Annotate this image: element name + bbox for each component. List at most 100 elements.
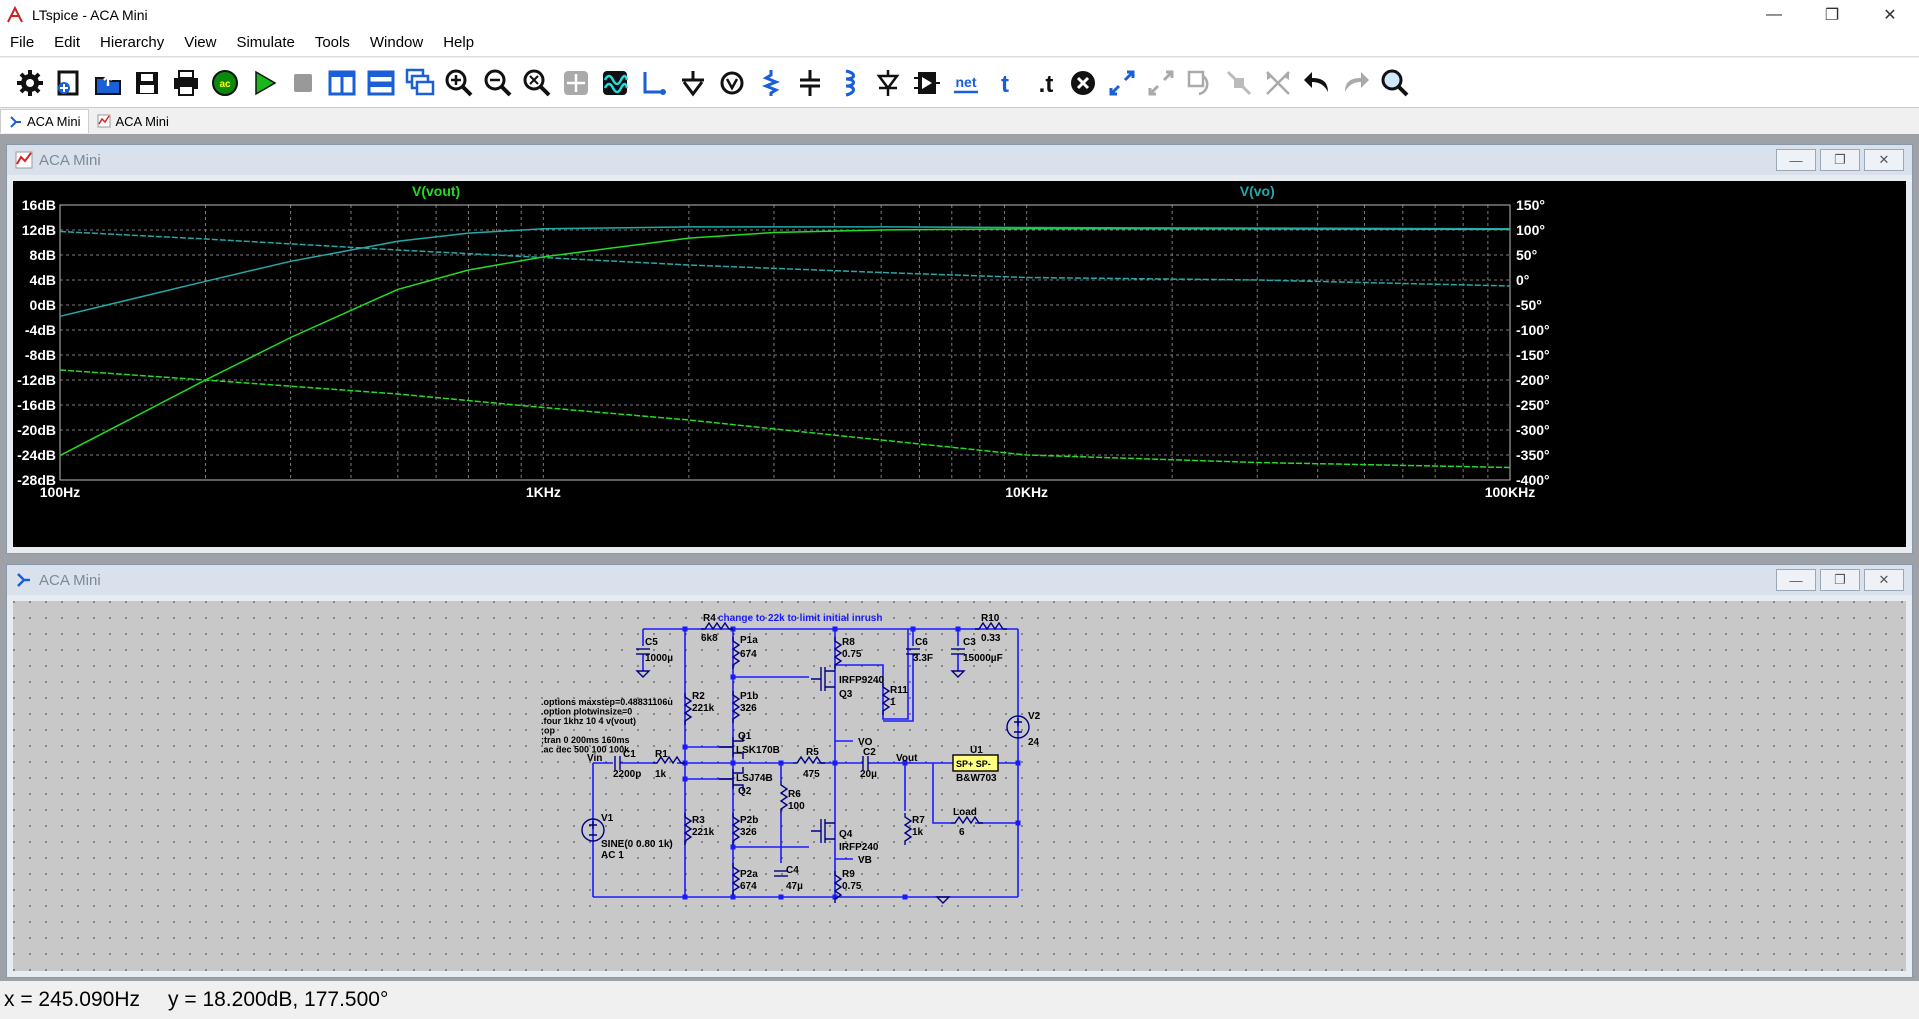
x-tick-label: 1KHz	[526, 484, 561, 500]
inductor-button[interactable]	[831, 64, 867, 102]
menu-tools[interactable]: Tools	[314, 34, 350, 51]
mosfet-q4[interactable]	[811, 819, 835, 843]
diode-button[interactable]	[870, 64, 906, 102]
jfet-q1[interactable]	[719, 735, 744, 759]
menu-view[interactable]: View	[184, 34, 217, 51]
label-net-button[interactable]	[714, 64, 750, 102]
resistor-r11[interactable]	[881, 683, 891, 715]
cascade-button[interactable]	[402, 64, 438, 102]
resistor-r1[interactable]	[653, 755, 685, 765]
close-button[interactable]: ✕	[1864, 569, 1904, 591]
tile-vertical-button[interactable]	[324, 64, 360, 102]
tab-plot[interactable]: ACA Mini	[89, 109, 176, 133]
y-right-tick-label: -350°	[1516, 447, 1550, 463]
mosfet-q3[interactable]	[811, 667, 835, 691]
resistor-p1b[interactable]	[731, 691, 741, 723]
restore-button[interactable]: ❐	[1820, 149, 1860, 171]
tab-schematic[interactable]: ACA Mini	[0, 109, 90, 133]
print-button[interactable]	[168, 64, 204, 102]
run-button[interactable]	[246, 64, 282, 102]
mirror2-button[interactable]	[1260, 64, 1296, 102]
voltage-source-v2[interactable]	[1006, 715, 1030, 739]
capacitor-c5[interactable]	[636, 648, 650, 655]
v2-label: V2	[1028, 711, 1041, 722]
halt-button[interactable]	[285, 64, 321, 102]
new-schematic-icon	[57, 70, 79, 95]
resistor-r7[interactable]	[903, 813, 913, 845]
resistor-r2[interactable]	[683, 693, 693, 725]
spice-directive: .option plotwinsize=0	[541, 707, 632, 717]
resistor-button[interactable]	[753, 64, 789, 102]
capacitor-c3[interactable]	[951, 648, 965, 655]
resistor-p1a[interactable]	[731, 637, 741, 669]
mirror-button[interactable]	[1221, 64, 1257, 102]
wire	[835, 629, 909, 720]
delete-button[interactable]	[1065, 64, 1101, 102]
menu-window[interactable]: Window	[369, 34, 424, 51]
net-button[interactable]: net	[948, 64, 984, 102]
resistor-r10[interactable]	[975, 621, 1007, 631]
restore-button[interactable]: ❐	[1824, 6, 1840, 24]
close-button[interactable]: ✕	[1883, 6, 1897, 24]
capacitor-c2[interactable]	[862, 756, 869, 770]
resistor-r3[interactable]	[683, 813, 693, 845]
text-button[interactable]: t	[987, 64, 1023, 102]
resistor-r4[interactable]	[701, 621, 733, 631]
rotate-button[interactable]	[1182, 64, 1218, 102]
menu-help[interactable]: Help	[443, 34, 475, 51]
series-vout-phase	[59, 369, 1511, 469]
ground-button[interactable]	[675, 64, 711, 102]
redo-button[interactable]	[1338, 64, 1374, 102]
halt-icon	[294, 73, 312, 92]
minimize-button[interactable]: —	[1766, 5, 1782, 23]
new-schematic-button[interactable]	[51, 64, 87, 102]
wire-button[interactable]	[636, 64, 672, 102]
schematic-window-titlebar[interactable]: ACA Mini — ❐ ✕	[7, 565, 1912, 595]
pan-button[interactable]	[558, 64, 594, 102]
menu-hierarchy[interactable]: Hierarchy	[100, 34, 165, 51]
jfet-q2[interactable]	[719, 767, 744, 791]
capacitor-c4[interactable]	[774, 870, 788, 877]
tile-horizontal-button[interactable]	[363, 64, 399, 102]
bode-plot[interactable]: 16dB12dB8dB4dB0dB-4dB-8dB-12dB-16dB-20dB…	[13, 181, 1908, 549]
restore-button[interactable]: ❐	[1820, 569, 1860, 591]
resistor-r6[interactable]	[779, 781, 789, 813]
undo-button[interactable]	[1299, 64, 1335, 102]
open-button[interactable]	[90, 64, 126, 102]
settings-button[interactable]	[12, 64, 48, 102]
resistor-r5[interactable]	[793, 755, 825, 765]
capacitor-c6[interactable]	[906, 648, 920, 655]
capacitor-button[interactable]	[792, 64, 828, 102]
speaker-u1[interactable]	[952, 754, 999, 772]
find-button[interactable]	[1377, 64, 1413, 102]
resistor-r8[interactable]	[833, 637, 843, 669]
menu-simulate[interactable]: Simulate	[236, 34, 295, 51]
component-button[interactable]	[909, 64, 945, 102]
minimize-button[interactable]: —	[1776, 569, 1816, 591]
net-vin: Vin	[587, 753, 602, 764]
zoom-fit-button[interactable]	[519, 64, 555, 102]
voltage-source-v1[interactable]	[581, 818, 605, 842]
minimize-button[interactable]: —	[1776, 149, 1816, 171]
ac-analysis-button[interactable]: ac	[207, 64, 243, 102]
drag-button[interactable]	[1143, 64, 1179, 102]
menu-edit[interactable]: Edit	[54, 34, 81, 51]
resistor-load[interactable]	[951, 815, 983, 825]
spice-directive-button[interactable]: .t	[1026, 64, 1062, 102]
resistor-r9[interactable]	[833, 871, 843, 903]
zoom-out-button[interactable]	[480, 64, 516, 102]
move-button[interactable]	[1104, 64, 1140, 102]
u1-model: B&W703	[956, 773, 997, 784]
zoom-in-button[interactable]	[441, 64, 477, 102]
plot-window-titlebar[interactable]: ACA Mini — ❐ ✕	[7, 145, 1912, 175]
schematic-drawing[interactable]: change to 22k to limit initial inrushR46…	[13, 601, 1908, 973]
resistor-p2a[interactable]	[731, 863, 741, 895]
menu-file[interactable]: File	[10, 34, 35, 51]
capacitor-c1[interactable]	[614, 756, 621, 770]
close-button[interactable]: ✕	[1864, 149, 1904, 171]
resistor-p2b[interactable]	[731, 813, 741, 845]
save-button[interactable]	[129, 64, 165, 102]
waveform-button[interactable]	[597, 64, 633, 102]
